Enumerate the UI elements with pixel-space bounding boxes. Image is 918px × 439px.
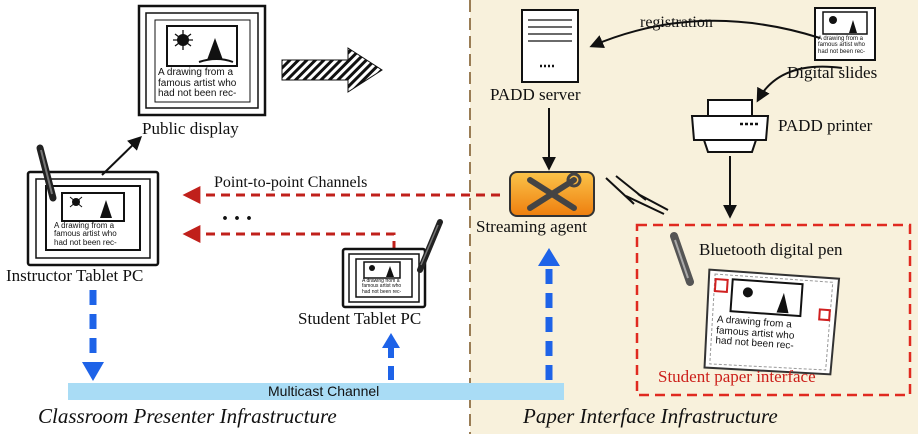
streaming-agent-label: Streaming agent — [476, 217, 587, 236]
ellipsis-label: . . . — [222, 200, 252, 226]
slides-to-printer-arrow — [756, 65, 843, 103]
multicast-channel-bar — [68, 383, 564, 400]
bluetooth-pen-label: Bluetooth digital pen — [699, 240, 843, 259]
paper-infrastructure-label: Paper Interface Infrastructure — [523, 404, 778, 428]
student-paper-label: Student paper interface — [658, 367, 816, 386]
public-display — [137, 4, 267, 117]
instructor-tablet-caption: A drawing from a famous artist who had n… — [54, 221, 117, 247]
paper-sheet-caption: A drawing from a famous artist who had n… — [715, 314, 795, 352]
server-icon — [521, 9, 579, 83]
student-pen-icon — [417, 219, 443, 273]
classroom-infrastructure-label: Classroom Presenter Infrastructure — [38, 404, 337, 428]
digital-slides-icon — [814, 7, 876, 61]
multicast-channel-label: Multicast Channel — [268, 383, 380, 399]
wireless-icon — [605, 175, 669, 215]
instructor-tablet-icon — [26, 170, 160, 267]
instructor-tablet-label: Instructor Tablet PC — [6, 266, 144, 285]
student-tablet-caption: A drawing from a famous artist who had n… — [362, 278, 402, 295]
tools-icon — [509, 171, 595, 217]
pen-icon — [36, 144, 57, 202]
point-to-point-label: Point-to-point Channels — [214, 174, 368, 191]
hatched-arrow — [281, 47, 383, 93]
student-paper-box — [635, 223, 912, 397]
digital-slides-caption: A drawing from a famous artist who had n… — [818, 36, 866, 55]
bluetooth-pen-icon — [670, 232, 694, 286]
point-to-point-arrow-lower — [182, 225, 396, 250]
student-tablet-label: Student Tablet PC — [298, 309, 422, 328]
public-display-caption: A drawing from a famous artist who had n… — [158, 67, 237, 99]
paper-sheet-icon — [703, 268, 841, 376]
padd-printer-label: PADD printer — [778, 116, 873, 135]
slide-thumbnail-icon — [154, 19, 251, 103]
padd-server-label: PADD server — [490, 85, 581, 104]
student-tablet-icon — [341, 247, 427, 309]
digital-slides-label: Digital slides — [787, 63, 878, 82]
printer-icon — [690, 99, 770, 153]
registration-arrow — [589, 19, 821, 49]
registration-label: registration — [640, 14, 713, 31]
public-display-label: Public display — [142, 119, 239, 138]
